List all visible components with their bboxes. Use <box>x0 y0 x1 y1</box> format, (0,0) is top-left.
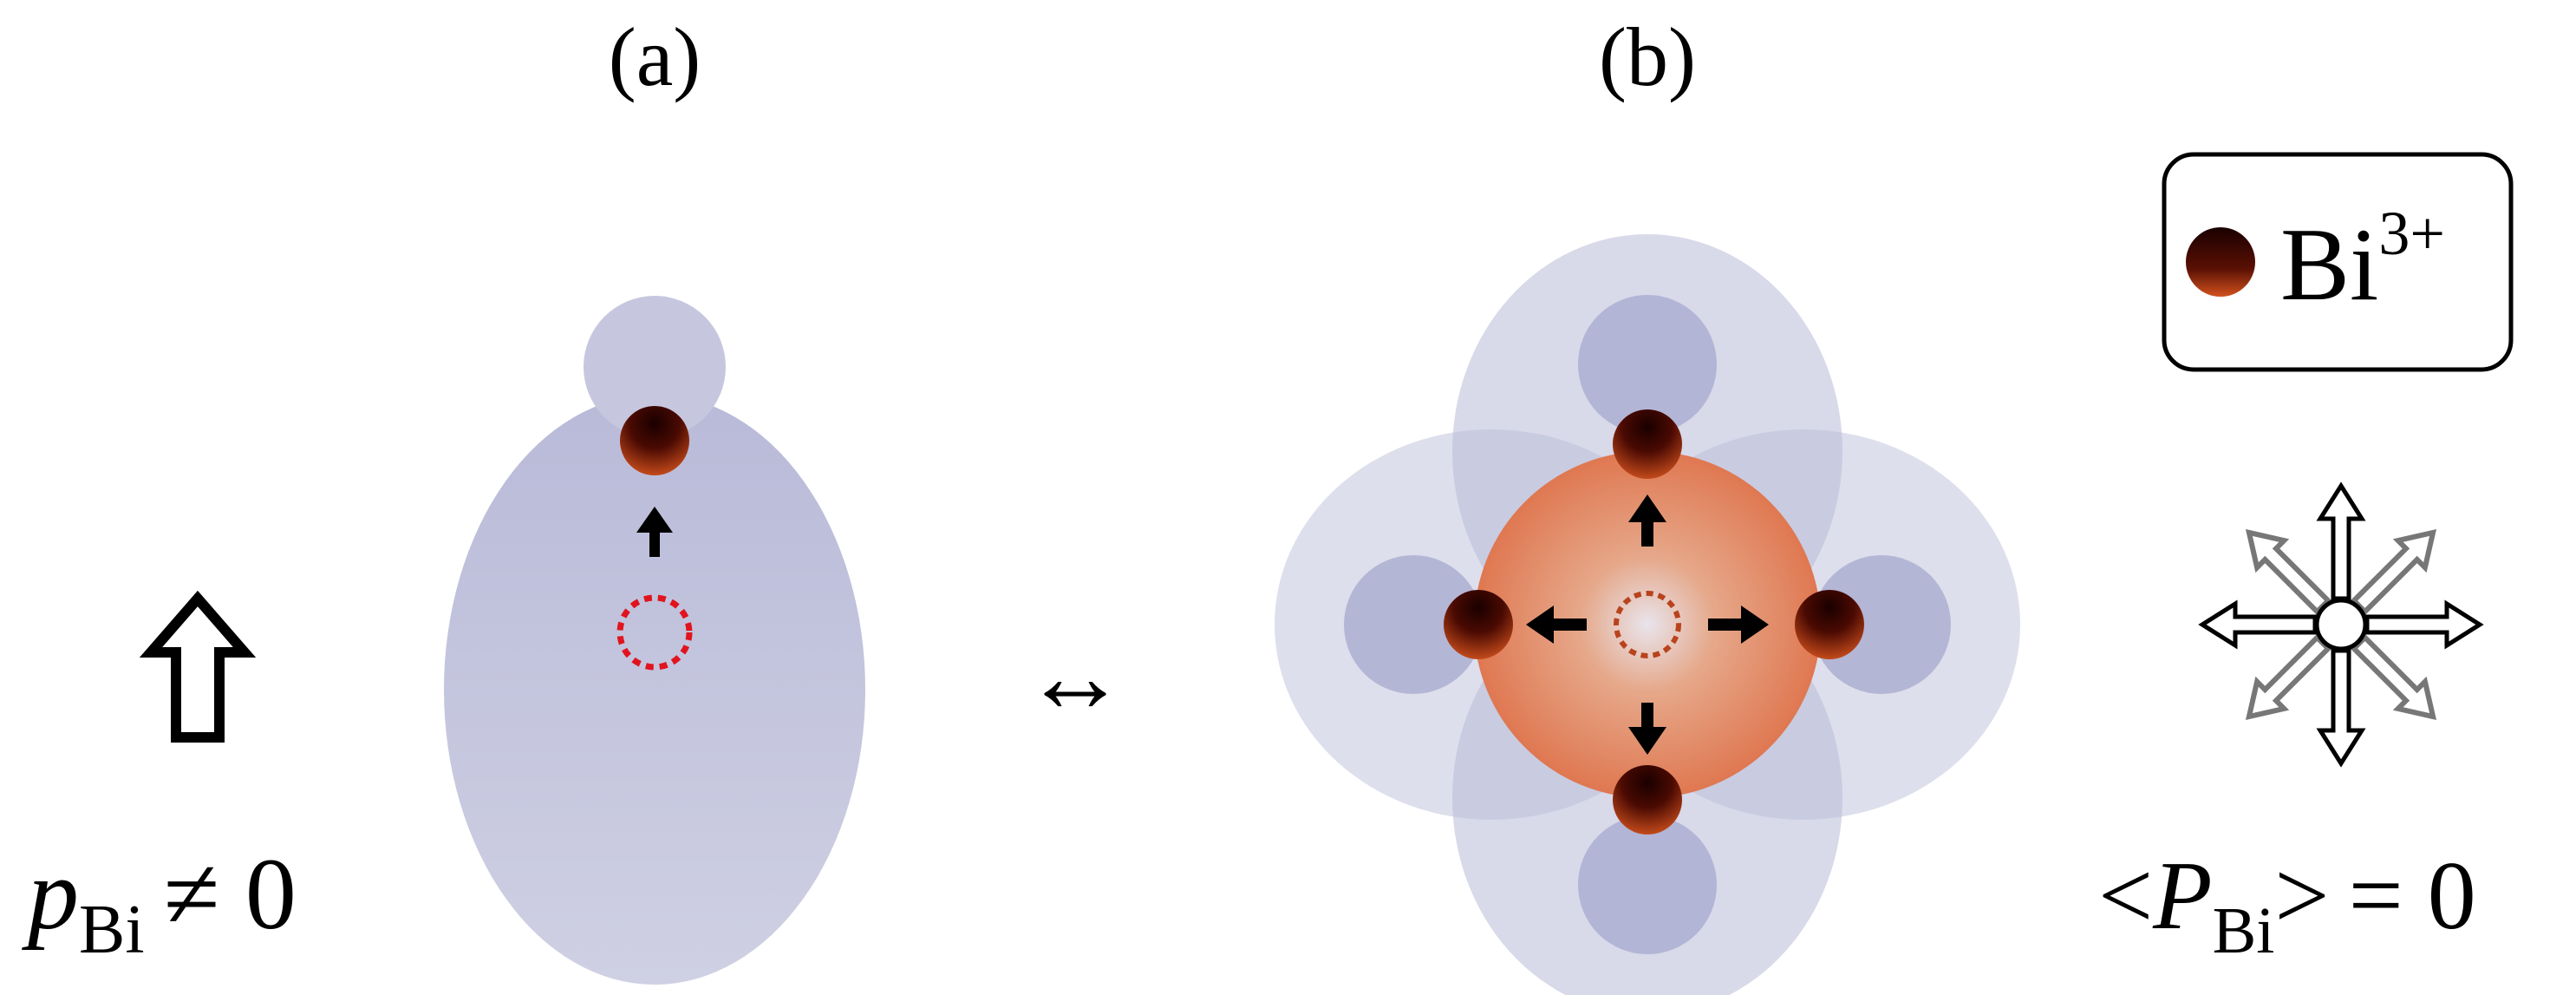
dipole-relation: ≠ 0 <box>164 837 297 951</box>
legend-ion-symbol: Bi <box>2280 206 2378 322</box>
radial-center <box>2314 598 2368 651</box>
displacement-arrow-icon <box>636 507 673 557</box>
lobe-right <box>1812 555 1951 694</box>
dipole-subscript: Bi <box>79 892 145 968</box>
displacement-arrow-right <box>1708 606 1769 644</box>
lone-pair-small-lobe <box>584 296 726 438</box>
average-symbol: P <box>2152 842 2212 950</box>
bi-ion-bottom <box>1613 765 1682 835</box>
dipole-symbol: p <box>22 837 79 951</box>
bi-ion-right <box>1795 590 1864 659</box>
legend-ion-label: Bi3+ <box>2280 199 2445 322</box>
lobe-bottom <box>1578 815 1717 954</box>
bi-ion-icon <box>620 406 689 475</box>
legend-bi-ion-icon <box>2186 227 2255 297</box>
average-moment-label: <PBi>= 0 <box>2098 842 2476 967</box>
panel-b-label: (b) <box>1599 10 1696 103</box>
lobe-left <box>1344 555 1483 694</box>
displacement-origin-marker <box>1614 591 1681 658</box>
central-sphere <box>1474 451 1821 798</box>
average-open-bracket: < <box>2098 842 2153 950</box>
bi-ion-top <box>1613 409 1682 479</box>
dipole-moment-label: pBi≠ 0 <box>22 837 297 968</box>
displacement-arrow-down <box>1628 703 1666 755</box>
displacement-arrow-left <box>1526 606 1587 644</box>
panel-a-label: (a) <box>609 10 701 103</box>
average-close-bracket: > <box>2274 842 2329 950</box>
lone-pair-cloud <box>444 395 865 985</box>
lobe-top <box>1578 295 1717 434</box>
bi-ion-left <box>1444 590 1513 659</box>
average-relation: = 0 <box>2349 842 2476 950</box>
displacement-arrow-up <box>1628 494 1666 547</box>
up-arrow-outline-icon <box>139 590 257 743</box>
legend-ion-charge: 3+ <box>2378 199 2445 268</box>
equivalence-arrow: ↔ <box>1023 619 1127 734</box>
displacement-origin-marker <box>616 594 693 671</box>
radial-arrows-icon <box>2198 481 2484 768</box>
legend: Bi3+ <box>2162 152 2514 372</box>
panel-a-lone-pair <box>444 296 865 985</box>
panel-b-lone-pair-superposition <box>1275 234 2020 995</box>
average-subscript: Bi <box>2213 894 2275 967</box>
legend-box <box>2162 152 2514 372</box>
